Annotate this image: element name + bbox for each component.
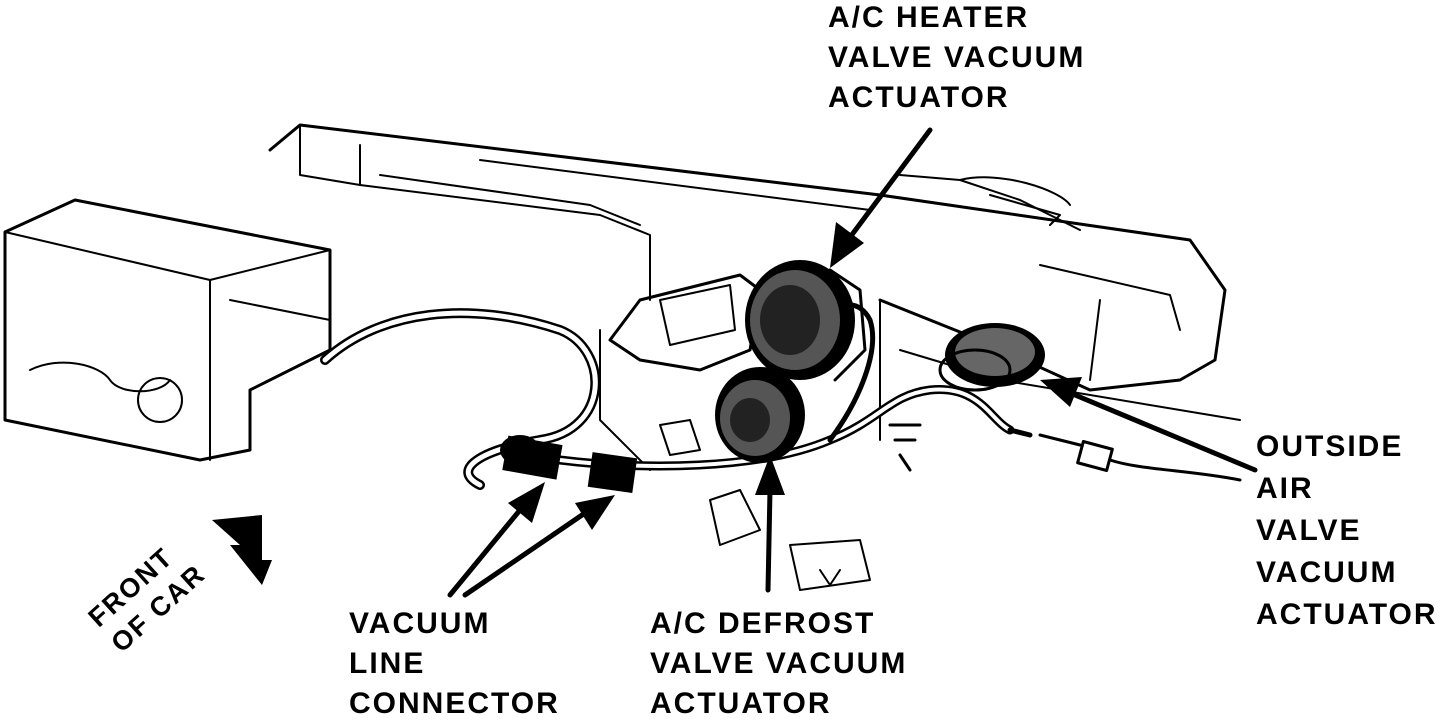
defrost-actuator-label: A/C DEFROST VALVE VACUUM ACTUATOR xyxy=(650,604,907,724)
vacuum-line-connector xyxy=(500,435,638,494)
defrost-valve-actuator xyxy=(715,367,805,463)
label-line: A/C DEFROST xyxy=(650,607,876,640)
label-line: OUTSIDE xyxy=(1256,430,1404,463)
defrost-arrow xyxy=(755,455,785,593)
outside-air-actuator-label: OUTSIDE AIR VALVE VACUUM ACTUATOR xyxy=(1256,426,1438,636)
heater-valve-actuator xyxy=(745,260,867,382)
outside-air-valve-actuator xyxy=(938,323,1045,392)
vacuum-line-connector-label: VACUUM LINE CONNECTOR xyxy=(349,604,560,724)
label-line: AIR xyxy=(1256,472,1314,505)
front-of-car-arrow xyxy=(212,515,272,585)
label-line: VALVE xyxy=(1256,514,1362,547)
vacuum-connector-arrow-right xyxy=(462,495,615,598)
label-line: VACUUM xyxy=(349,607,491,640)
vacuum-hoses xyxy=(320,302,1242,490)
label-line: A/C HEATER xyxy=(828,1,1030,34)
label-line: ACTUATOR xyxy=(1256,598,1438,631)
label-line: CONNECTOR xyxy=(349,687,560,720)
vacuum-connector-arrow-left xyxy=(447,482,545,598)
lower-bracket xyxy=(709,423,922,591)
label-line: VALVE VACUUM xyxy=(828,41,1086,74)
label-line: LINE xyxy=(349,647,426,680)
control-module-box xyxy=(3,198,332,462)
label-line: ACTUATOR xyxy=(650,687,832,720)
label-line: ACTUATOR xyxy=(828,81,1010,114)
heater-actuator-label: A/C HEATER VALVE VACUUM ACTUATOR xyxy=(828,0,1085,118)
heater-arrow xyxy=(830,127,933,268)
label-line: VACUUM xyxy=(1256,556,1398,589)
outside-air-arrow xyxy=(1040,377,1258,473)
label-line: VALVE VACUUM xyxy=(650,647,908,680)
callout-arrows xyxy=(212,127,1258,598)
